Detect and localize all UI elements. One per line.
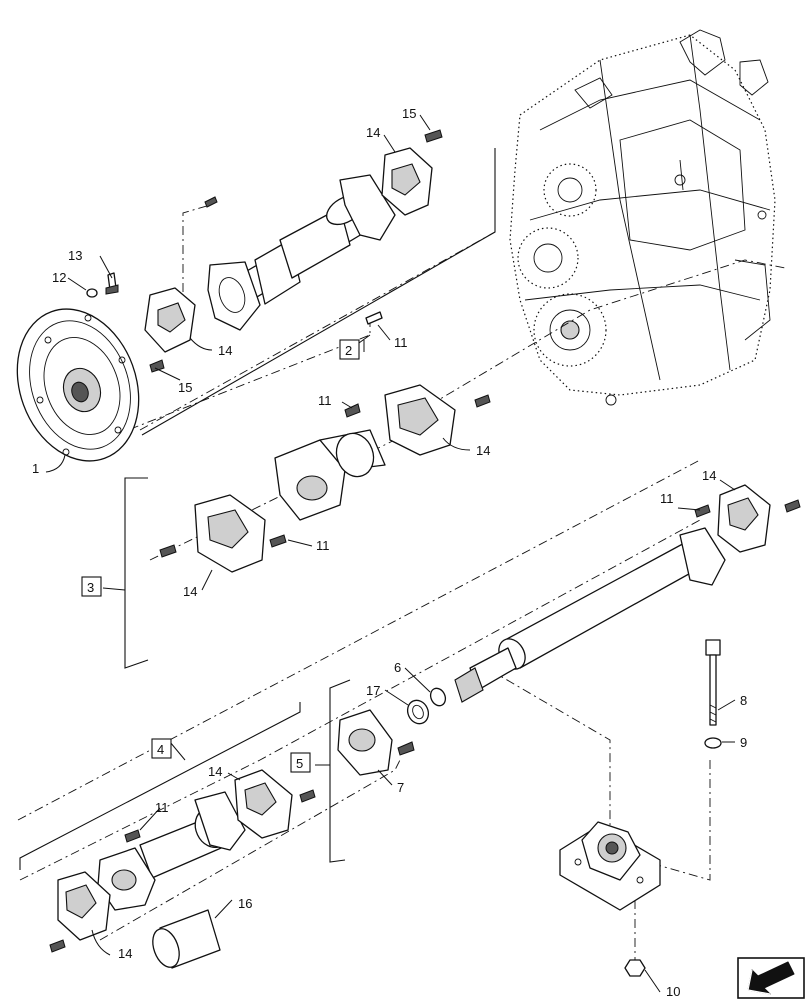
callout-14a: 14 xyxy=(366,125,380,140)
callout-11d: 11 xyxy=(660,491,674,506)
long-driveshaft xyxy=(454,484,801,703)
callout-7: 7 xyxy=(397,780,404,795)
callout-13: 13 xyxy=(68,248,82,263)
callout-14c: 14 xyxy=(476,443,490,458)
washers-6-17 xyxy=(406,687,447,725)
assembly-box-3 xyxy=(81,576,102,597)
callout-17: 17 xyxy=(366,683,380,698)
callout-8: 8 xyxy=(740,693,747,708)
callout-12: 12 xyxy=(52,270,66,285)
callout-14b: 14 xyxy=(218,343,232,358)
callout-labels: 1 6 7 8 9 10 11 11 11 11 11 12 13 14 14 … xyxy=(32,106,747,999)
assembly-label-5: 5 xyxy=(296,756,303,771)
flange-coupling xyxy=(16,308,140,462)
middle-yoke-set xyxy=(159,384,491,573)
assembly-brackets xyxy=(19,148,496,870)
callout-6: 6 xyxy=(394,660,401,675)
callout-14f: 14 xyxy=(208,764,222,779)
callout-14e: 14 xyxy=(702,468,716,483)
callout-15a: 15 xyxy=(402,106,416,121)
callout-14d: 14 xyxy=(183,584,197,599)
assembly-box-2 xyxy=(339,339,360,360)
lower-driveshaft xyxy=(49,769,316,953)
assembly-label-3: 3 xyxy=(87,580,94,595)
assembly-boxes: 2 3 4 5 xyxy=(81,339,360,773)
callout-11c: 11 xyxy=(316,538,330,553)
callout-11b: 11 xyxy=(318,393,332,408)
assembly-box-5 xyxy=(290,752,311,773)
washer-bolt-12-13 xyxy=(86,272,119,298)
callout-14g: 14 xyxy=(118,946,132,961)
callout-11e: 11 xyxy=(155,800,169,815)
assembly-box-4 xyxy=(151,738,172,759)
assembly-label-2: 2 xyxy=(345,343,352,358)
callout-9: 9 xyxy=(740,735,747,750)
callout-1: 1 xyxy=(32,461,39,476)
upper-driveshaft xyxy=(144,129,443,373)
transmission-housing xyxy=(509,29,776,406)
sleeve-16 xyxy=(152,909,221,969)
callout-16: 16 xyxy=(238,896,252,911)
callout-15b: 15 xyxy=(178,380,192,395)
callout-10: 10 xyxy=(666,984,680,999)
callout-11a: 11 xyxy=(394,335,408,350)
assembly-label-4: 4 xyxy=(157,742,164,757)
bolt-washer-nut xyxy=(624,639,722,977)
arrow-next-icon[interactable] xyxy=(737,957,805,999)
pillow-block-bearing xyxy=(559,821,661,911)
slip-yoke xyxy=(337,709,415,776)
